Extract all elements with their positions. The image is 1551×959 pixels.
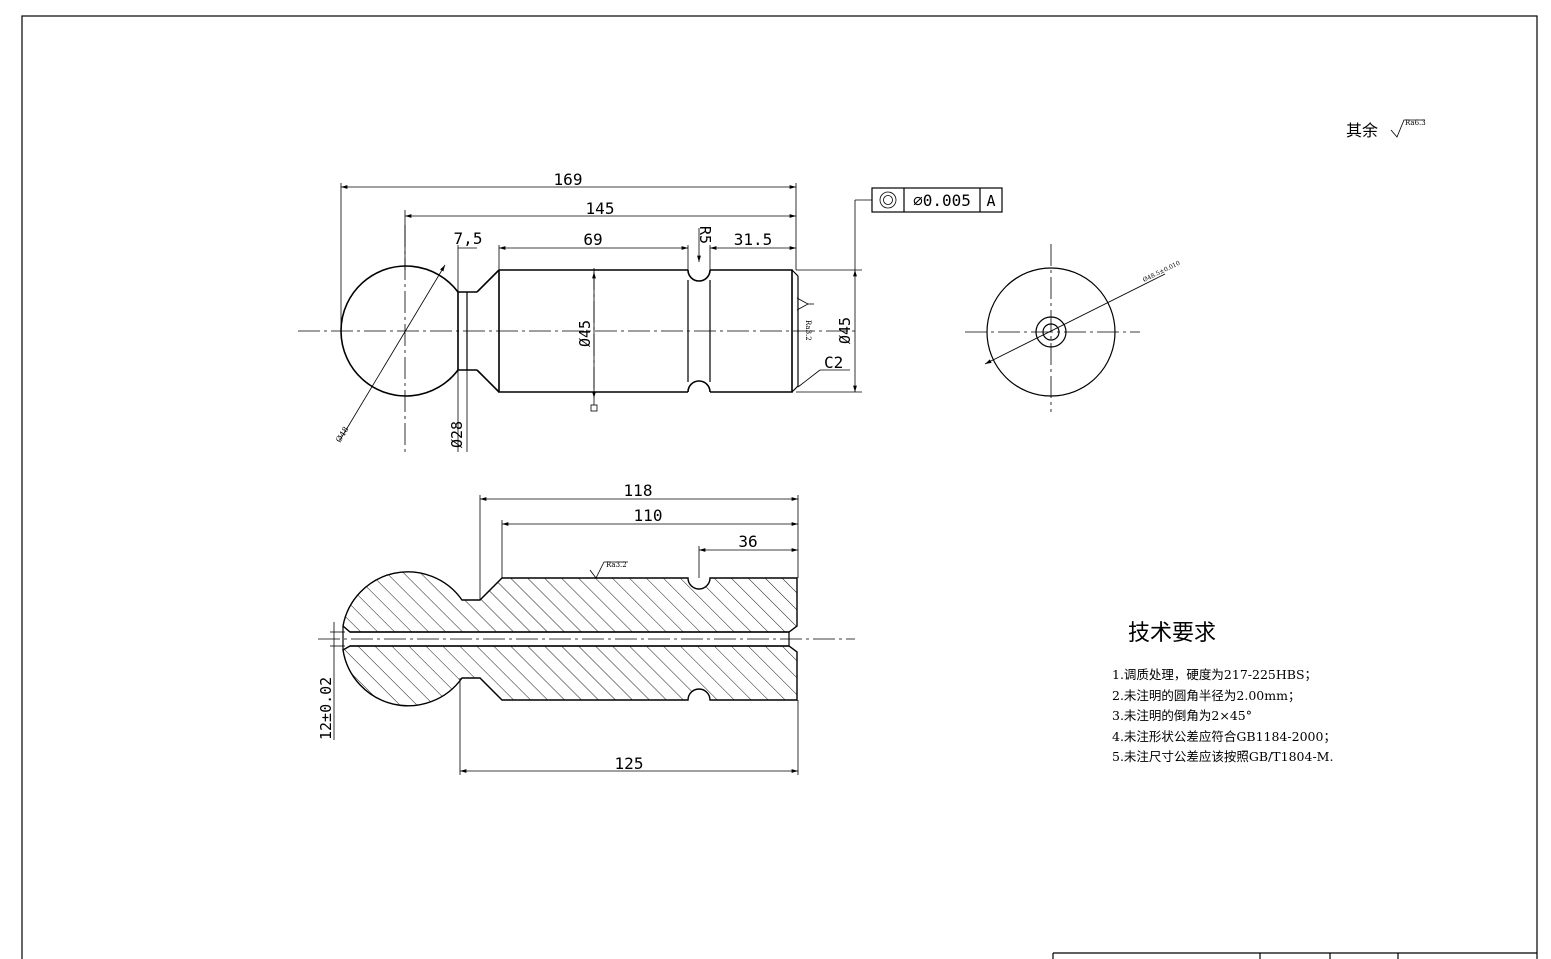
- section-lower: [342, 645, 798, 707]
- dim-dia28: Ø28: [448, 421, 466, 448]
- title-block: [1052, 952, 1537, 959]
- remaining-roughness-symbol: Ra6.3: [1390, 119, 1426, 138]
- tolerance-value: ∅0.005: [913, 191, 971, 210]
- dim-r5: R5: [696, 226, 714, 244]
- requirement-4: 4.未注形状公差应符合GB1184-2000；: [1112, 728, 1336, 744]
- technical-requirements: 技术要求 1.调质处理，硬度为217-225HBS； 2.未注明的圆角半径为2.…: [1112, 615, 1412, 768]
- sheet-border: [21, 15, 1538, 959]
- section-view: 118 110 36 125 12±0.02 Ra3.2: [317, 481, 855, 775]
- remaining-roughness-value: Ra6.3: [1405, 119, 1426, 127]
- requirement-5: 5.未注尺寸公差应该按照GB/T1804-M.: [1112, 749, 1334, 764]
- dim-chamfer: C2: [824, 353, 843, 372]
- section-upper: [342, 571, 798, 633]
- technical-requirements-title: 技术要求: [1128, 621, 1217, 646]
- dim-bore: 12±0.02: [317, 677, 335, 740]
- remaining-roughness-label: 其余: [1346, 121, 1379, 140]
- dim-169: 169: [554, 170, 583, 189]
- side-view: Ø48.5±0.010: [965, 244, 1181, 412]
- tolerance-frame: ∅0.005 A: [871, 187, 1003, 213]
- tolerance-datum: A: [986, 192, 995, 210]
- dim-110: 110: [634, 506, 663, 525]
- dim-118: 118: [624, 481, 653, 500]
- dim-sphere: Ø48: [334, 425, 351, 444]
- dim-69: 69: [583, 230, 602, 249]
- dim-neck: 7,5: [454, 229, 483, 248]
- dim-145: 145: [586, 199, 615, 218]
- front-view: 169 145 7,5 69 R5 31.5 Ø45 Ø45 C2: [298, 170, 1003, 452]
- dim-36: 36: [738, 532, 757, 551]
- requirement-3: 3.未注明的倒角为2×45°: [1112, 708, 1253, 723]
- roughness-end: Ra3.2: [804, 320, 812, 341]
- dim-31-5: 31.5: [734, 230, 773, 249]
- dim-125: 125: [615, 754, 644, 773]
- dim-dia45-right: Ø45: [836, 317, 854, 344]
- requirement-2: 2.未注明的圆角半径为2.00mm；: [1112, 687, 1301, 703]
- roughness-section: Ra3.2: [606, 561, 627, 569]
- requirement-1: 1.调质处理，硬度为217-225HBS；: [1112, 667, 1318, 682]
- dim-dia45-body: Ø45: [576, 320, 594, 347]
- dim-side-dia: Ø48.5±0.010: [1142, 260, 1182, 284]
